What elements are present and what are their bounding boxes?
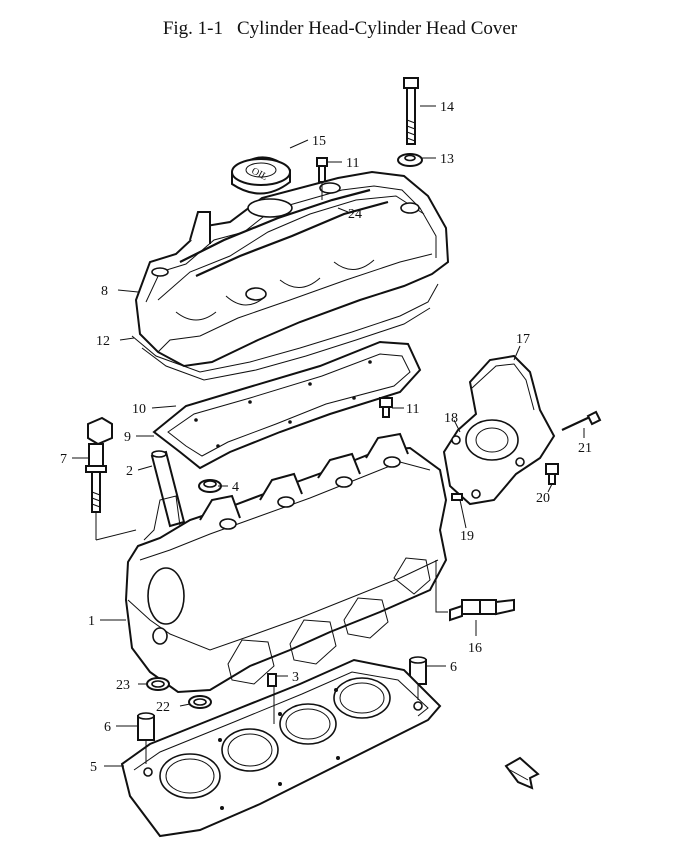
part-22-seal <box>188 695 212 709</box>
part-16-spark-plug <box>449 598 515 622</box>
callout-19: 19 <box>460 529 474 544</box>
callout-15: 15 <box>312 134 326 149</box>
callout-7: 7 <box>60 452 67 467</box>
callout-13: 13 <box>440 152 454 167</box>
bore-4 <box>333 677 391 719</box>
callout-11-lower: 11 <box>406 402 419 417</box>
part-20-bolt <box>545 463 559 485</box>
filler-neck <box>247 198 293 218</box>
part-10-gasket <box>152 340 422 470</box>
part-6-dowel-left <box>137 712 155 741</box>
callout-9: 9 <box>124 430 131 445</box>
callout-22: 22 <box>156 700 170 715</box>
part-11-bolt-top <box>316 157 328 183</box>
callout-11-top: 11 <box>346 156 359 171</box>
bore-2 <box>221 728 279 772</box>
callout-23: 23 <box>116 678 130 693</box>
cam-bearings <box>199 432 409 521</box>
callout-numbers: 14 13 15 11 24 8 12 10 9 11 7 2 4 1 3 6 … <box>60 100 592 775</box>
callout-17: 17 <box>516 332 530 347</box>
part-14-bolt <box>403 77 419 145</box>
part-11-bolt-lower <box>379 397 393 418</box>
part-5-head-gasket <box>120 658 442 838</box>
bore-3 <box>279 703 337 745</box>
figure-title: Fig. 1-1 Cylinder Head-Cylinder Head Cove… <box>0 18 680 40</box>
figure-caption: Cylinder Head-Cylinder Head Cover <box>237 18 518 39</box>
callout-20: 20 <box>536 491 550 506</box>
callout-10: 10 <box>132 402 146 417</box>
part-23-seal <box>146 677 170 691</box>
part-2-tube <box>150 450 186 528</box>
part-19-pin <box>451 493 463 501</box>
callout-14: 14 <box>440 100 454 115</box>
guide-lines <box>95 182 448 764</box>
part-4-seal <box>198 479 222 493</box>
part-7-head-bolt <box>85 416 113 513</box>
head-port <box>147 567 185 625</box>
part-15-oil-cap: OIL <box>231 156 291 195</box>
callout-18: 18 <box>444 411 458 426</box>
callout-6-left: 6 <box>104 720 111 735</box>
part-1-cylinder-head <box>124 432 448 694</box>
part-13-grommet <box>397 153 423 167</box>
part-8-head-cover <box>134 170 450 368</box>
callout-24: 24 <box>348 207 362 222</box>
part-12-cover-gasket <box>131 283 439 381</box>
cover-pipe <box>189 211 211 244</box>
callout-2: 2 <box>126 464 133 479</box>
callout-1: 1 <box>88 614 95 629</box>
front-arrow-icon <box>504 756 540 790</box>
callout-21: 21 <box>578 441 592 456</box>
callout-16: 16 <box>468 641 482 656</box>
figure-number: Fig. 1-1 <box>162 18 223 39</box>
callout-3: 3 <box>292 670 299 685</box>
bore-1 <box>159 753 221 799</box>
part-21-bolt <box>561 410 602 431</box>
housing-bore <box>465 419 519 461</box>
part-3-plug <box>267 673 277 687</box>
callout-12: 12 <box>96 334 110 349</box>
callout-4: 4 <box>232 480 239 495</box>
part-17-18-housing <box>442 354 556 506</box>
callout-5: 5 <box>90 760 97 775</box>
callout-leaders <box>72 105 585 767</box>
callout-6-right: 6 <box>450 660 457 675</box>
callout-8: 8 <box>101 284 108 299</box>
part-6-dowel-right <box>409 656 427 685</box>
